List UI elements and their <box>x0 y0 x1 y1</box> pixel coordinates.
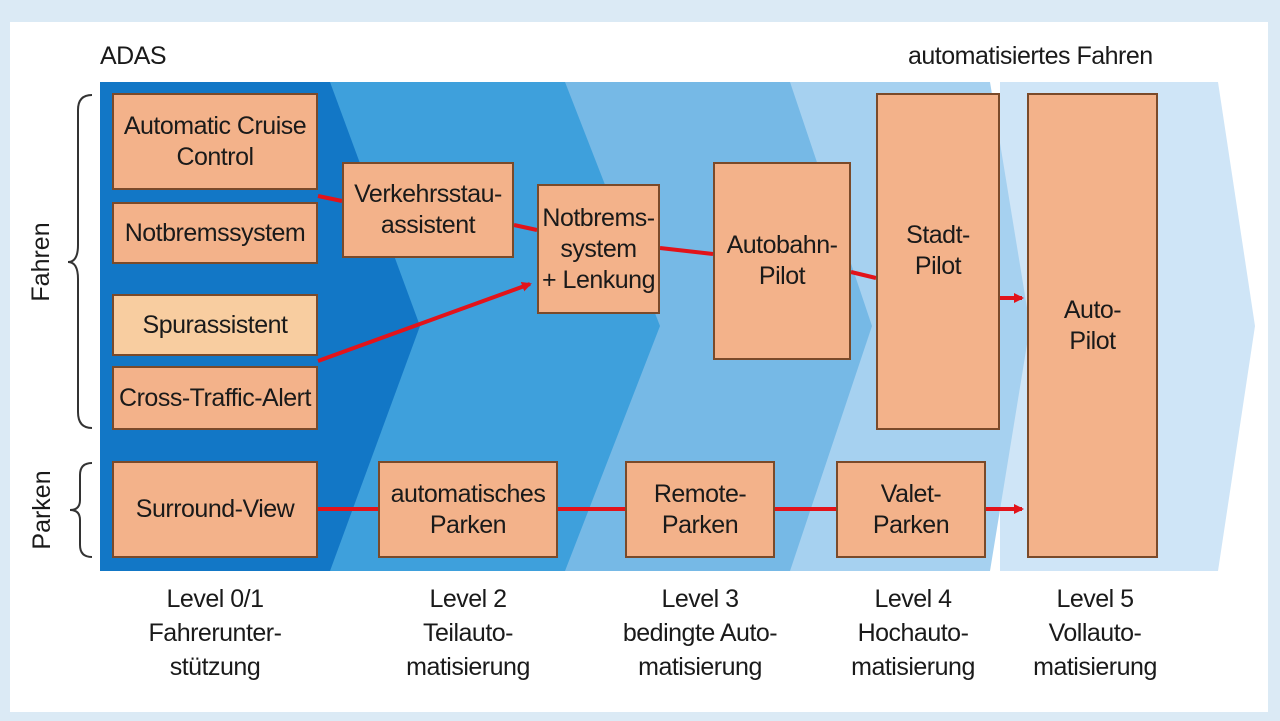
adas-label: ADAS <box>100 42 167 70</box>
box-autobahn-pilot: Autobahn- Pilot <box>713 162 851 360</box>
bracket-fahren <box>67 94 93 429</box>
level-3-label: Level 3 bedingte Auto- matisierung <box>622 585 778 681</box>
box-automatisches-parken: automatisches Parken <box>378 461 558 558</box>
box-stadt-pilot: Stadt- Pilot <box>876 93 1000 430</box>
arrow-autobahn-to-stadt <box>850 270 877 280</box>
arrow-stau-to-notlenk <box>513 223 538 232</box>
level-5-label: Level 5 Vollauto- matisierung <box>1033 585 1157 681</box>
box-cross-traffic-alert: Cross-Traffic-Alert <box>112 366 318 430</box>
arrow-notlenk-to-autobahn <box>659 246 714 256</box>
level-0-1-label: Level 0/1 Fahrerunter- stützung <box>148 585 282 681</box>
level-4-label: Level 4 Hochauto- matisierung <box>851 585 975 681</box>
box-notbremssystem: Notbremssystem <box>112 202 318 264</box>
box-verkehrsstauassistent: Verkehrsstau- assistent <box>342 162 514 258</box>
box-notbremssystem-lenkung: Notbrems- system + Lenkung <box>537 184 660 314</box>
box-spurassistent: Spurassistent <box>112 294 318 356</box>
arrow-acc-to-stau <box>317 194 343 203</box>
level-2-label: Level 2 Teilauto- matisierung <box>406 585 530 681</box>
box-auto-pilot: Auto- Pilot <box>1027 93 1158 558</box>
box-surround-view: Surround-View <box>112 461 318 558</box>
arrow-spur-to-notlenk <box>317 282 532 363</box>
box-remote-parken: Remote- Parken <box>625 461 775 558</box>
automated-driving-label: automatisiertes Fahren <box>908 42 1153 70</box>
bracket-parken <box>69 462 93 558</box>
box-automatic-cruise-control: Automatic Cruise Control <box>112 93 318 190</box>
box-valet-parken: Valet- Parken <box>836 461 986 558</box>
